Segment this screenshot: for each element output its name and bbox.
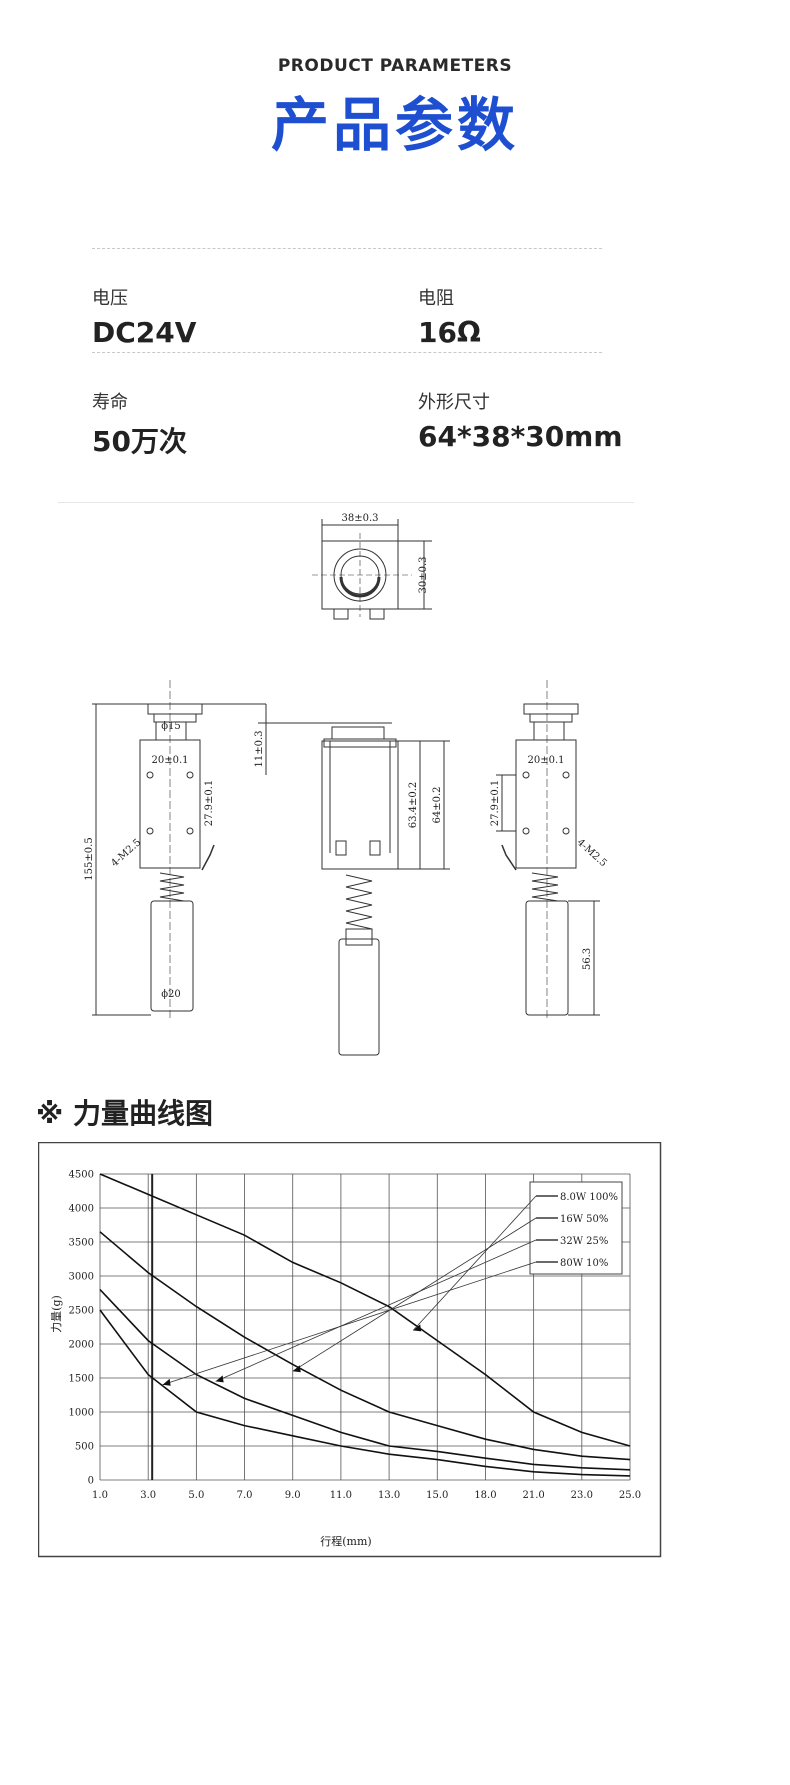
param-value-dimensions: 64*38*30mm: [418, 420, 623, 453]
y-tick-label: 1000: [69, 1408, 94, 1419]
technical-drawing: 38±0.3 30±0.3 155±0.5 11±0.3 ϕ15 20±0.1 …: [84, 513, 609, 1056]
top-view: [312, 519, 432, 620]
param-value-voltage: DC24V: [92, 316, 197, 349]
param-label-dimensions: 外形尺寸: [418, 392, 490, 413]
dim-thread-left: 4-M2.5: [109, 837, 143, 869]
force-curve-title: ※ 力量曲线图: [36, 1097, 213, 1130]
series-line-4: [99, 1309, 631, 1477]
dim-thread-right: 4-M2.5: [575, 837, 609, 869]
x-tick-label: 11.0: [330, 1490, 352, 1501]
dim-body-height-1: 63.4±0.2: [408, 782, 419, 829]
legend-leader-arrow: [292, 1365, 301, 1373]
front-view: [321, 726, 450, 1056]
x-tick-label: 18.0: [474, 1490, 496, 1501]
param-label-voltage: 电压: [92, 288, 128, 309]
series-line-2: [99, 1231, 631, 1461]
param-value-resistance: 16Ω: [418, 316, 481, 349]
x-tick-label: 3.0: [140, 1490, 156, 1501]
param-value-lifetime: 50万次: [92, 425, 187, 458]
header-subtitle: PRODUCT PARAMETERS: [277, 56, 513, 76]
legend-leader-arrow: [215, 1375, 224, 1383]
x-tick-label: 1.0: [92, 1490, 108, 1501]
legend-leader-line: [292, 1217, 537, 1372]
y-tick-label: 4000: [69, 1204, 94, 1215]
legend-leader-arrow: [413, 1324, 422, 1332]
legend-label: 16W 50%: [560, 1214, 608, 1225]
dim-body-height-2: 64±0.2: [432, 786, 443, 823]
dash-divider: [92, 248, 602, 249]
right-side-view: [496, 680, 600, 1020]
legend-label: 8.0W 100%: [560, 1192, 618, 1203]
left-side-view: [92, 680, 392, 1020]
legend-label: 32W 25%: [560, 1236, 608, 1247]
dim-hole-vertical-right: 27.9±0.1: [490, 780, 501, 827]
x-tick-label: 15.0: [426, 1490, 448, 1501]
y-axis-label: 力量(g): [50, 1295, 63, 1333]
force-curve-chart: 0 500 1000 1500 2000 2500 3000 3500 4000 4500 1.0…: [38, 1142, 662, 1558]
y-tick-label: 500: [75, 1442, 94, 1453]
legend-box: [529, 1181, 623, 1275]
x-tick-label: 23.0: [571, 1490, 593, 1501]
dim-overall-length: 155±0.5: [84, 837, 95, 880]
dim-hole-vertical-left: 27.9±0.1: [204, 780, 215, 827]
y-tick-label: 3000: [69, 1272, 94, 1283]
legend-leader-line: [162, 1261, 537, 1386]
y-tick-label: 1500: [69, 1374, 94, 1385]
legend-leader-line: [412, 1195, 537, 1331]
dim-hole-spacing-right: 20±0.1: [527, 755, 564, 766]
x-tick-label: 21.0: [523, 1490, 545, 1501]
x-tick-label: 9.0: [285, 1490, 301, 1501]
param-label-resistance: 电阻: [418, 288, 454, 309]
series-line-3: [99, 1289, 631, 1471]
x-axis-label: 行程(mm): [320, 1535, 371, 1548]
x-tick-label: 5.0: [188, 1490, 204, 1501]
legend-leader-arrow: [162, 1378, 171, 1386]
x-tick-label: 25.0: [619, 1490, 641, 1501]
legend-leader-line: [215, 1239, 537, 1382]
section-divider: [58, 502, 634, 503]
y-tick-label: 2000: [69, 1340, 94, 1351]
header-title: 产品参数: [270, 91, 519, 159]
dim-hole-spacing-left: 20±0.1: [151, 755, 188, 766]
y-tick-label: 3500: [69, 1238, 94, 1249]
y-tick-label: 2500: [69, 1306, 94, 1317]
dim-head-diameter: ϕ15: [161, 721, 181, 732]
y-tick-label: 4500: [69, 1170, 94, 1181]
param-label-lifetime: 寿命: [92, 392, 128, 413]
dim-plunger-length: 56.3: [582, 948, 593, 970]
dim-head-offset: 11±0.3: [254, 730, 265, 767]
x-tick-label: 13.0: [378, 1490, 400, 1501]
dash-divider: [92, 352, 602, 353]
dim-top-width: 38±0.3: [341, 513, 378, 524]
series-line-1: [99, 1173, 631, 1447]
dim-plunger-diameter: ϕ20: [161, 989, 181, 1000]
legend-label: 80W 10%: [560, 1258, 608, 1269]
dim-top-height: 30±0.3: [418, 556, 429, 593]
x-tick-label: 7.0: [237, 1490, 253, 1501]
y-tick-label: 0: [88, 1476, 94, 1487]
